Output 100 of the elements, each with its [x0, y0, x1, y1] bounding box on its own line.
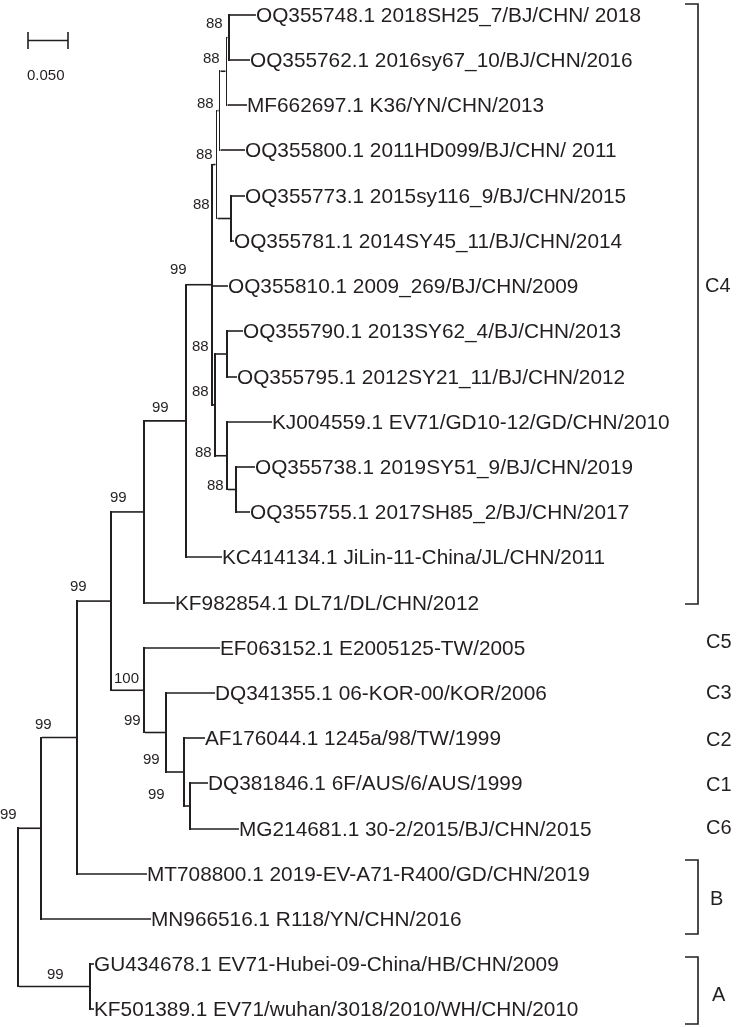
clade-label: C2: [706, 727, 732, 751]
branch-line: [90, 1008, 95, 1010]
branch-line: [212, 404, 215, 406]
tree-junction-line: [230, 195, 232, 242]
bootstrap-value: 99: [47, 964, 64, 982]
branch-line: [184, 737, 206, 739]
branch-line: [219, 149, 246, 151]
sequence-label: OQ355800.1 2011HD099/BJ/CHN/ 2011: [245, 138, 617, 162]
branch-line: [111, 689, 144, 692]
sequence-label: AF176044.1 1245a/98/TW/1999: [205, 726, 501, 750]
bootstrap-value: 99: [35, 714, 52, 732]
branch-line: [231, 240, 235, 242]
sequence-label: OQ355755.1 2017SH85_2/BJ/CHN/2017: [250, 500, 630, 524]
tree-junction-line: [143, 647, 145, 734]
branch-line: [212, 163, 217, 166]
clade-label: C5: [706, 629, 732, 653]
branch-line: [166, 771, 184, 773]
bootstrap-value: 88: [196, 144, 213, 162]
bootstrap-value: 99: [0, 804, 17, 822]
tree-junction-line: [225, 36, 228, 106]
branch-line: [41, 918, 152, 920]
branch-line: [227, 330, 244, 332]
tree-junction-line: [17, 827, 19, 988]
sequence-label: KF982854.1 DL71/DL/CHN/2012: [175, 591, 480, 615]
bootstrap-value: 99: [170, 259, 187, 277]
sequence-label: OQ355748.1 2018SH25_7/BJ/CHN/ 2018: [256, 3, 641, 27]
sequence-label: OQ355773.1 2015sy116_9/BJ/CHN/2015: [245, 184, 627, 208]
tree-junction-line: [189, 782, 191, 830]
tree-junction-line: [143, 419, 145, 604]
sequence-label: DQ341355.1 06-KOR-00/KOR/2006: [215, 681, 547, 705]
tree-junction-line: [215, 109, 218, 220]
tree-junction-line: [185, 283, 187, 558]
branch-line: [212, 285, 229, 287]
sequence-label: MT708800.1 2019-EV-A71-R400/GD/CHN/2019: [147, 862, 590, 886]
sequence-label: GU434678.1 EV71-Hubei-09-China/HB/CHN/2009: [94, 952, 559, 976]
clade-label: C3: [706, 680, 732, 704]
branch-line: [219, 70, 227, 73]
branch-line: [111, 511, 144, 513]
bootstrap-value: 88: [195, 442, 212, 460]
branch-line: [226, 104, 248, 106]
branch-line: [215, 454, 227, 457]
sequence-label: KC414134.1 JiLin-11-China/JL/CHN/2011: [222, 545, 606, 569]
bootstrap-value: 99: [152, 397, 169, 415]
sequence-label: OQ355762.1 2016sy67_10/BJ/CHN/2016: [250, 48, 633, 72]
sequence-label: OQ355795.1 2012SY21_11/BJ/CHN/2012: [237, 365, 626, 389]
branch-line: [184, 805, 190, 807]
branch-line: [236, 511, 251, 513]
bootstrap-value: 99: [70, 576, 87, 594]
bootstrap-value: 88: [197, 93, 214, 111]
branch-line: [186, 556, 223, 558]
branch-line: [236, 466, 256, 468]
branch-line: [77, 873, 148, 875]
sequence-label: OQ355810.1 2009_269/BJ/CHN/2009: [228, 274, 579, 298]
bootstrap-value: 99: [148, 784, 165, 802]
branch-line: [18, 985, 90, 988]
branch-line: [18, 827, 41, 830]
branch-line: [144, 420, 186, 422]
branch-line: [77, 600, 111, 602]
branch-line: [190, 782, 209, 784]
branch-line: [227, 421, 273, 423]
bootstrap-value: 88: [192, 381, 209, 399]
tree-junction-line: [76, 600, 78, 875]
branch-line: [90, 963, 95, 965]
bootstrap-value: 88: [193, 194, 210, 212]
tree-junction-line: [165, 692, 167, 773]
tree-junction-line: [226, 330, 228, 378]
branch-line: [231, 195, 246, 197]
branch-line: [216, 109, 220, 112]
bootstrap-value: 99: [110, 487, 127, 505]
tree-junction-line: [235, 466, 237, 513]
branch-line: [227, 376, 238, 378]
bootstrap-value: 88: [203, 48, 220, 66]
clade-label: C6: [706, 815, 732, 839]
sequence-label: KF501389.1 EV71/wuhan/3018/2010/WH/CHN/2010: [94, 997, 579, 1021]
clade-label: A: [712, 982, 726, 1006]
tree-junction-line: [89, 963, 91, 1010]
branch-line: [144, 647, 221, 649]
tree-junction-line: [218, 70, 221, 151]
tree-junction-line: [214, 353, 216, 457]
branch-line: [41, 736, 77, 739]
branch-line: [144, 731, 166, 734]
sequence-label: EF063152.1 E2005125-TW/2005: [220, 636, 526, 660]
sequence-label: MF662697.1 K36/YN/CHN/2013: [247, 93, 545, 117]
bootstrap-value: 88: [207, 475, 224, 493]
tree-junction-line: [211, 163, 213, 406]
sequence-label: MG214681.1 30-2/2015/BJ/CHN/2015: [239, 817, 592, 841]
tree-junction-line: [183, 737, 185, 807]
tree-junction-line: [226, 421, 228, 491]
sequence-label: KJ004559.1 EV71/GD10-12/GD/CHN/2010: [272, 410, 670, 434]
branch-line: [190, 828, 240, 830]
tree-junction-line: [228, 14, 230, 61]
scale-value: 0.050: [27, 65, 65, 83]
sequence-label: DQ381846.1 6F/AUS/6/AUS/1999: [208, 771, 523, 795]
branch-line: [229, 59, 251, 61]
branch-line: [186, 283, 212, 286]
bootstrap-value: 88: [192, 336, 209, 354]
branch-line: [215, 353, 227, 355]
bootstrap-value: 99: [124, 710, 141, 728]
sequence-label: OQ355738.1 2019SY51_9/BJ/CHN/2019: [255, 455, 634, 479]
branch-line: [166, 692, 216, 694]
